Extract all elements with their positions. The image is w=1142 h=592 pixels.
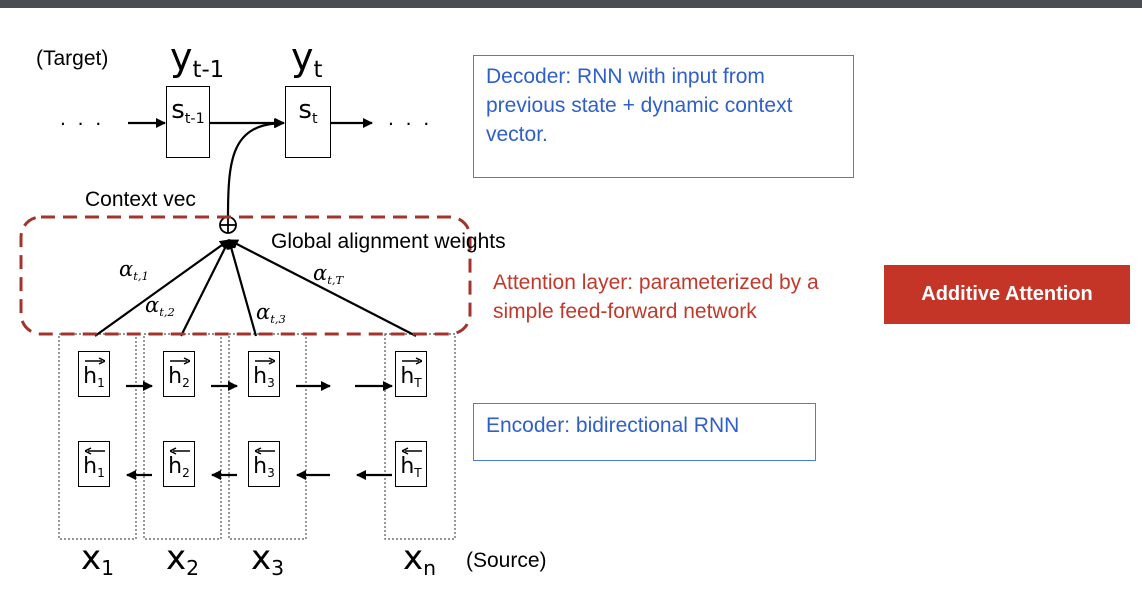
alpha-t-2: αt,2 xyxy=(145,293,175,320)
input-x-n: xn xyxy=(403,538,437,581)
attention-line-1 xyxy=(94,239,230,337)
decoder-note: Decoder: RNN with input from previous st… xyxy=(473,55,854,178)
backward-hidden-state-T: hT xyxy=(395,441,427,487)
attention-line-3 xyxy=(226,239,258,337)
decoder-state-s-t: st xyxy=(285,86,331,158)
forward-hidden-state-2: h2 xyxy=(163,351,195,397)
backward-hidden-state-3: h3 xyxy=(248,441,280,487)
decoder-state-s-t-minus-1: st-1 xyxy=(166,86,210,158)
target-label: (Target) xyxy=(36,47,109,70)
context-vec-label: Context vec xyxy=(85,188,196,211)
decoder-right-ellipsis: . . . xyxy=(388,107,433,130)
context-to-decoder-arrow xyxy=(226,118,284,218)
diagram-canvas: (Target) Context vec Global alignment we… xyxy=(0,8,1142,592)
alpha-t-T: αt,T xyxy=(313,261,344,288)
input-x-3: x3 xyxy=(251,538,285,581)
source-label: (Source) xyxy=(466,549,547,572)
backward-hidden-state-2: h2 xyxy=(163,441,195,487)
encoder-column-3 xyxy=(228,333,307,540)
encoder-column-1 xyxy=(58,333,137,540)
output-y-t: yt xyxy=(291,35,323,83)
attention-line-2 xyxy=(180,239,230,337)
encoder-column-2 xyxy=(143,333,222,540)
output-y-t-minus-1: yt-1 xyxy=(170,35,225,83)
decoder-left-ellipsis: . . . xyxy=(60,107,105,130)
forward-hidden-state-3: h3 xyxy=(248,351,280,397)
alpha-t-3: αt,3 xyxy=(256,300,286,327)
input-x-1: x1 xyxy=(81,538,115,581)
forward-hidden-state-1: h1 xyxy=(78,351,110,397)
forward-hidden-state-T: hT xyxy=(395,351,427,397)
input-x-2: x2 xyxy=(166,538,200,581)
additive-attention-badge: Additive Attention xyxy=(884,265,1130,324)
attention-layer-note: Attention layer: parameterized by a simp… xyxy=(493,271,819,323)
encoder-note: Encoder: bidirectional RNN xyxy=(473,403,816,461)
attention-layer-region xyxy=(19,215,472,336)
diagram-lines xyxy=(19,118,472,540)
global-alignment-label: Global alignment weights xyxy=(271,230,506,253)
alpha-t-1: αt,1 xyxy=(119,257,149,284)
backward-hidden-state-1: h1 xyxy=(78,441,110,487)
encoder-column-T xyxy=(384,333,456,540)
attention-line-T xyxy=(228,239,417,337)
